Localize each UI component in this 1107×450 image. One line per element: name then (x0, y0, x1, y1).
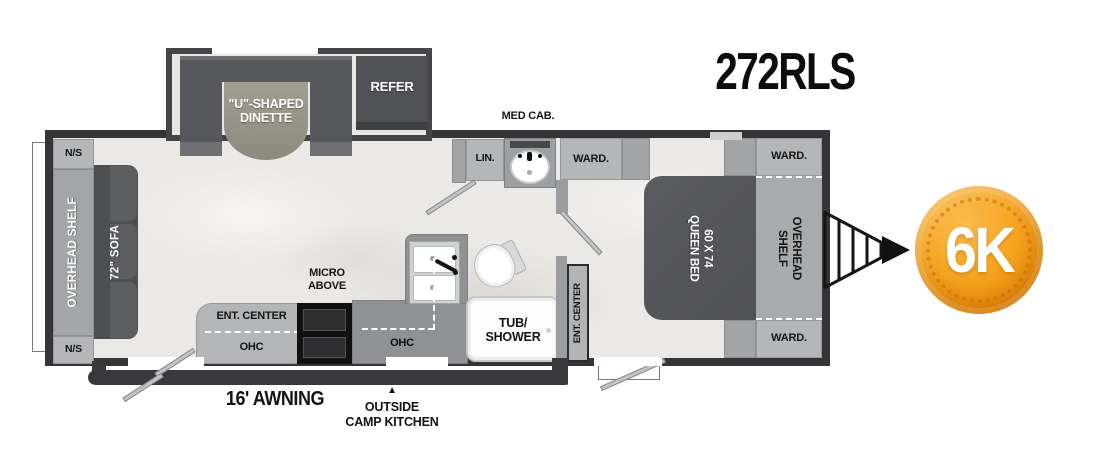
bedroom-window (710, 132, 742, 140)
nightstand-top: N/S (53, 139, 94, 169)
bedroom-exterior-door-frame (598, 366, 660, 380)
sink-drain (430, 256, 435, 261)
slideout-window (212, 45, 318, 54)
micro-above-label: MICRO (309, 267, 345, 279)
bath-vanity (504, 138, 556, 188)
sofa: 72" SOFA (94, 165, 138, 339)
bedroom-wardrobe-bottom: WARD. (756, 320, 822, 358)
awning-label: 16' AWNING (225, 388, 325, 410)
kitchen-counter-lower (352, 300, 468, 364)
bedroom-exterior-door-gap (594, 357, 662, 366)
sink-drain (430, 285, 435, 290)
sofa-cushion (110, 282, 137, 338)
ohc-left-label: OHC (239, 341, 264, 353)
bedroom-overhead-shelf-label: OVERHEAD (790, 216, 803, 280)
kitchen-faucet-knob (453, 270, 458, 275)
camp-kitchen-label: OUTSIDE (364, 400, 420, 414)
dinette-bench-cap-left (180, 142, 222, 156)
rear-overhead-shelf-label: OVERHEAD SHELF (67, 197, 80, 308)
dinette-table: "U"-SHAPED DINETTE (224, 82, 308, 160)
bedroom-entertainment-center: ENT. CENTER (567, 264, 589, 362)
bedroom-cabinet-top (724, 138, 756, 176)
tow-rating-badge: 6K (915, 186, 1043, 314)
bath-faucet-knob (518, 154, 522, 158)
bath-faucet (527, 152, 532, 161)
bath-wardrobe: WARD. (560, 138, 622, 180)
ohc-right-label: OHC (390, 337, 414, 349)
dinette-bench-cap-right (310, 142, 352, 156)
refrigerator: REFER (356, 56, 428, 122)
awning-bar-mount (92, 361, 106, 371)
tub-drain (546, 328, 551, 333)
hall-wall (556, 180, 568, 214)
awning-bar (88, 370, 568, 385)
bath-sink-drain (527, 170, 532, 175)
dinette-bench-left (180, 80, 222, 142)
bedroom-wardrobe-top: WARD. (756, 138, 822, 176)
linen-label: LIN. (475, 152, 495, 164)
bedroom-wardrobe-bottom-label: WARD. (771, 332, 807, 344)
bath-wardrobe-label: WARD. (573, 153, 609, 165)
bath-faucet-knob (538, 154, 542, 158)
tub-shower-label: TUB/ (498, 316, 528, 330)
bath-wall-lin (452, 139, 466, 183)
sofa-label: 72" SOFA (109, 224, 122, 280)
bedroom-wall (556, 256, 567, 362)
nightstand-bottom: N/S (53, 336, 94, 364)
linen-closet: LIN. (466, 139, 504, 181)
refrigerator-label: REFER (370, 79, 414, 94)
awning-bar-mount (552, 358, 568, 371)
rear-overhead-shelf: OVERHEAD SHELF (53, 169, 94, 336)
bedroom-cabinet-bottom (724, 320, 756, 358)
bedroom-wardrobe-top-label: WARD. (771, 150, 807, 162)
stove-burners (303, 309, 346, 331)
hitch-icon (823, 210, 910, 290)
stove-burners (303, 337, 346, 358)
queen-bed-label: 60 X 74 (701, 228, 714, 268)
dinette-backrest (180, 56, 352, 82)
refrigerator-base (356, 122, 428, 130)
entry-door-gap (128, 357, 204, 366)
badge-dotted-ring (926, 197, 1032, 303)
kitchen-faucet-knob (452, 255, 457, 260)
medicine-cabinet (510, 141, 550, 148)
bedroom-overhead-shelf: OVERHEAD SHELF (756, 176, 822, 320)
sofa-cushion (110, 166, 137, 221)
nightstand-bottom-label: N/S (65, 343, 82, 355)
dinette-label: "U"-SHAPED (228, 97, 304, 111)
med-cab-label: MED CAB. (501, 110, 555, 122)
stove (297, 303, 352, 364)
entertainment-center-label: ENT. CENTER (216, 310, 287, 322)
model-number: 272RLS (715, 43, 856, 101)
bedroom-ent-center-label: ENT. CENTER (571, 282, 583, 344)
tow-rating-value: 6K (944, 214, 1016, 286)
camp-kitchen-arrow-icon: ▲ (387, 385, 397, 396)
queen-bed: 60 X 74 QUEEN BED (644, 176, 756, 320)
dinette-bench-right (310, 80, 352, 142)
tub-shower: TUB/ SHOWER (466, 296, 560, 362)
entertainment-center-counter: ENT. CENTER OHC (196, 303, 307, 364)
camp-kitchen-access (386, 357, 448, 366)
bath-wardrobe-side (622, 138, 650, 180)
nightstand-top-label: N/S (65, 147, 82, 159)
sofa-cushion (110, 224, 137, 279)
